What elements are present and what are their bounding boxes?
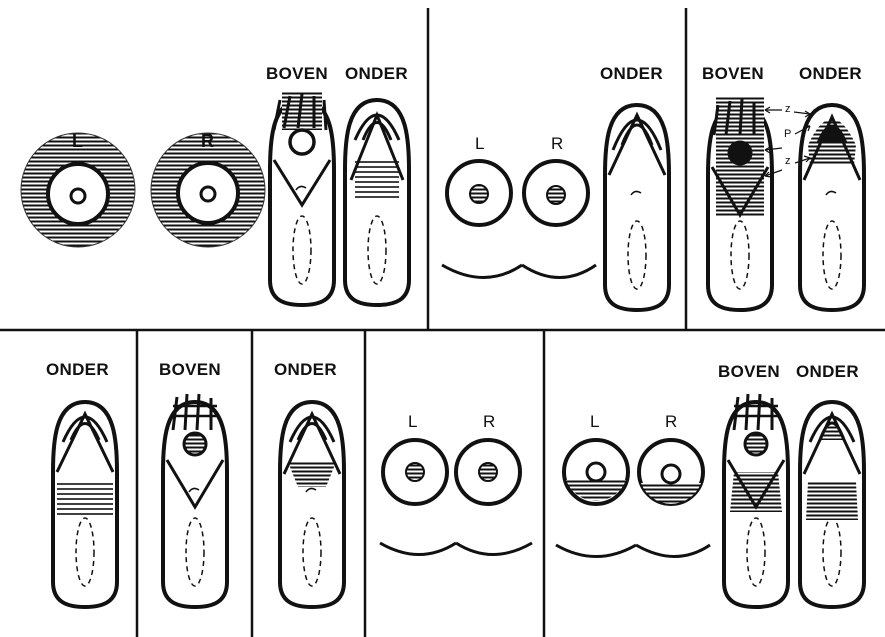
onder-label-b1: ONDER xyxy=(46,360,109,380)
top-mid-left-eye xyxy=(442,161,522,278)
z-bottom-label: z xyxy=(785,155,791,167)
right-label-top2: R xyxy=(551,134,563,154)
eye-onder-b1 xyxy=(53,402,117,607)
eye-onder-3 xyxy=(800,105,864,310)
eye-boven-1 xyxy=(270,92,334,305)
onder-label-b5: ONDER xyxy=(796,362,859,382)
boven-label-top3: BOVEN xyxy=(702,64,764,84)
eye-onder-2 xyxy=(605,105,669,310)
boven-label-b5: BOVEN xyxy=(718,362,780,382)
right-label-b4: R xyxy=(483,412,495,432)
bottom-right-eyes xyxy=(556,440,710,557)
left-label-top2: L xyxy=(475,134,484,154)
eye-boven-b2 xyxy=(163,394,227,607)
eye-onder-b5 xyxy=(800,402,864,607)
p-label: P xyxy=(784,128,791,140)
onder-label-top2: ONDER xyxy=(600,64,663,84)
onder-label-top3: ONDER xyxy=(799,64,862,84)
onder-label-b3: ONDER xyxy=(274,360,337,380)
left-label-b4: L xyxy=(408,412,417,432)
left-label-b5: L xyxy=(590,412,599,432)
bottom-mid-eyes xyxy=(380,440,532,555)
right-label-b5: R xyxy=(665,412,677,432)
top-left-eye-label: L xyxy=(72,131,83,152)
boven-label-top1: BOVEN xyxy=(266,64,328,84)
top-mid-right-eye xyxy=(522,161,596,278)
eye-onder-1 xyxy=(345,100,409,305)
eye-boven-b5 xyxy=(724,394,788,607)
z-top-label: z xyxy=(785,103,791,115)
eye-onder-b3 xyxy=(280,402,344,607)
eye-boven-3 xyxy=(708,97,772,310)
onder-label-top1: ONDER xyxy=(345,64,408,84)
boven-label-b2: BOVEN xyxy=(159,360,221,380)
top-right-eye-label: R xyxy=(201,131,214,152)
